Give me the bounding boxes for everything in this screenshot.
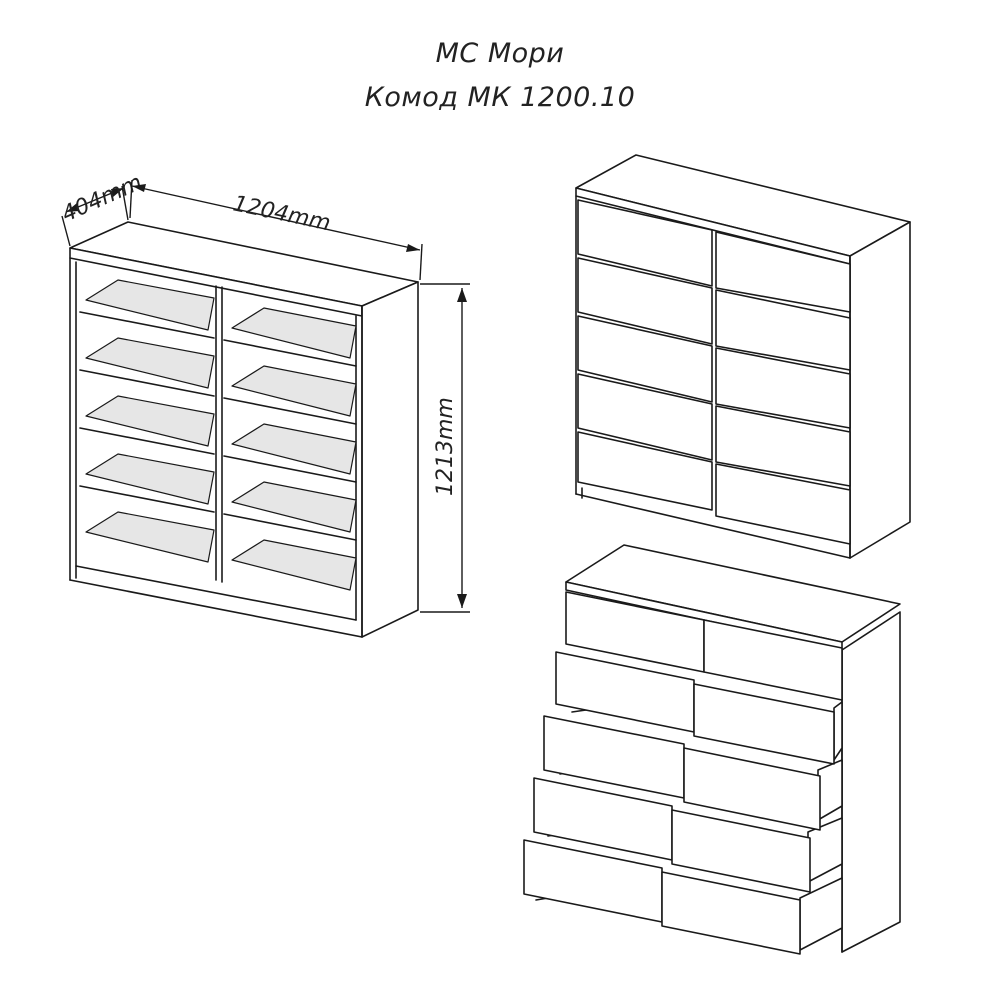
dresser-open-view xyxy=(523,544,901,955)
height-label: 1213mm xyxy=(433,397,458,496)
dimension-height: 1213mm xyxy=(420,283,470,613)
open-drawers xyxy=(523,591,843,955)
model-title: Комод МК 1200.10 xyxy=(364,82,636,113)
closed-drawer-fronts xyxy=(577,199,851,545)
dresser-carcass-view: 404mm 1204mm 1213mm xyxy=(58,170,470,638)
width-label: 1204mm xyxy=(231,191,333,236)
carcass-side-panel xyxy=(361,281,419,638)
depth-label: 404mm xyxy=(58,170,146,227)
open-side-panel xyxy=(841,611,901,953)
dresser-closed-view xyxy=(575,154,911,559)
series-title: МС Мори xyxy=(435,38,565,69)
closed-side-panel xyxy=(849,221,911,559)
carcass-shelves xyxy=(79,279,357,591)
